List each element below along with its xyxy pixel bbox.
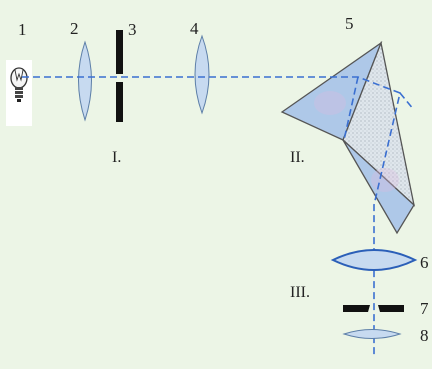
label-1: 1 [18, 20, 27, 39]
aperture-7 [343, 305, 404, 312]
prism-assembly-5 [280, 40, 416, 235]
light-bulb-icon [6, 60, 32, 126]
label-8: 8 [420, 326, 429, 345]
label-6: 6 [420, 253, 429, 272]
section-label-2: II. [290, 149, 305, 166]
section-label-1: I. [112, 149, 121, 166]
lens-4 [194, 34, 210, 115]
lens-8 [342, 329, 402, 339]
aperture-3 [116, 30, 123, 122]
label-3: 3 [128, 20, 137, 39]
lens-6 [330, 249, 418, 271]
section-label-3: III. [290, 284, 310, 301]
light-beam [22, 76, 415, 358]
label-2: 2 [70, 19, 79, 38]
label-5: 5 [345, 14, 354, 33]
lens-2 [78, 40, 92, 122]
label-7: 7 [420, 299, 429, 318]
label-4: 4 [190, 19, 199, 38]
